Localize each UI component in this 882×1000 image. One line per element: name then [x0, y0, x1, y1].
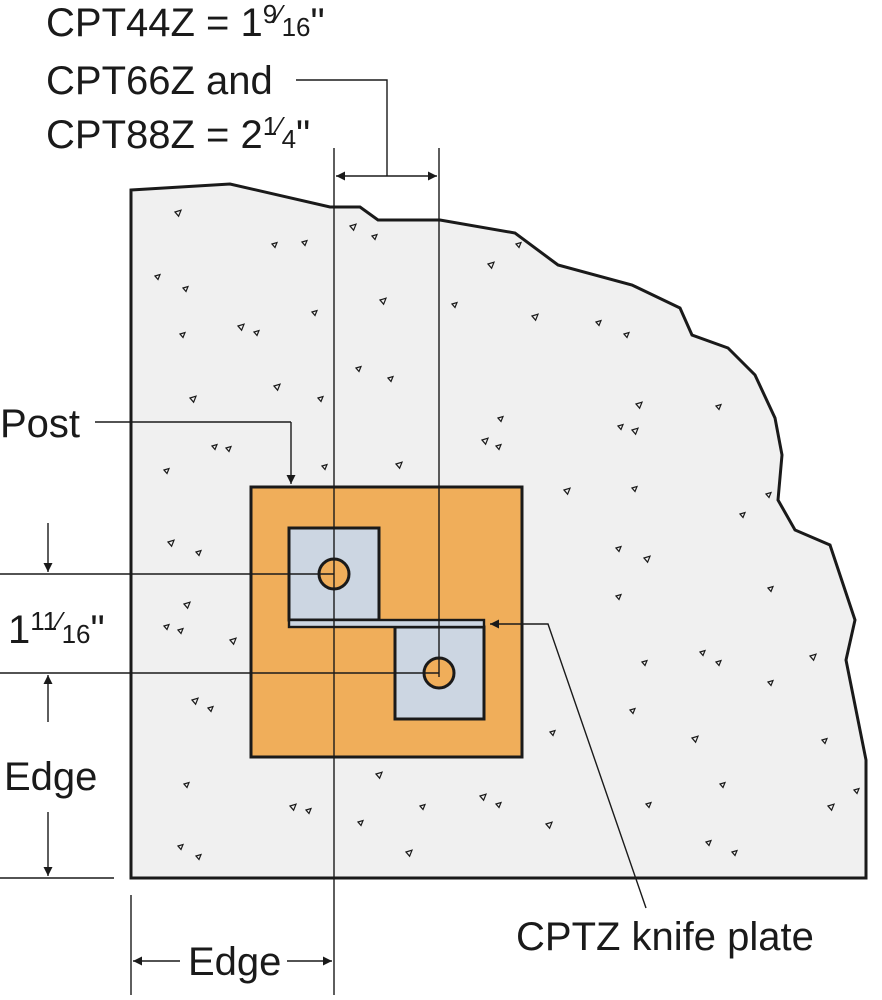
- aggregate-speck: [450, 301, 459, 309]
- aggregate-speck: [614, 593, 623, 601]
- aggregate-speck: [634, 401, 644, 410]
- aggregate-speck: [162, 467, 171, 475]
- aggregate-speck: [272, 383, 282, 392]
- aggregate-speck: [714, 659, 723, 667]
- aggregate-speck: [628, 707, 637, 715]
- aggregate-speck: [404, 849, 414, 858]
- aggregate-speck: [178, 331, 187, 339]
- aggregate-speck: [190, 697, 200, 706]
- aggregate-speck: [766, 679, 775, 687]
- aggregate-speck: [194, 853, 203, 861]
- aggregate-speck: [348, 223, 358, 232]
- cpt88z-dimension-label: CPT88Z = 21⁄4": [46, 111, 310, 157]
- aggregate-speck: [614, 545, 623, 553]
- cpt66z-label: CPT66Z and: [46, 59, 273, 103]
- aggregate-speck: [394, 461, 404, 470]
- aggregate-speck: [356, 819, 365, 827]
- aggregate-speck: [548, 729, 557, 737]
- aggregate-speck: [630, 485, 639, 493]
- knife-plate-leader: [490, 619, 647, 909]
- aggregate-speck: [820, 737, 829, 745]
- aggregate-speck: [252, 329, 261, 337]
- aggregate-speck: [224, 445, 233, 453]
- edge-horizontal-label: Edge: [188, 940, 281, 984]
- aggregate-speck: [210, 443, 219, 451]
- aggregate-speck: [181, 285, 190, 293]
- cpt44z-dimension-label: CPT44Z = 19⁄16": [46, 0, 325, 45]
- offset-leader: [296, 79, 388, 176]
- aggregate-speck: [514, 241, 523, 249]
- aggregate-speck: [718, 781, 727, 789]
- concrete-aggregate: [153, 209, 861, 861]
- aggregate-speck: [594, 319, 603, 327]
- aggregate-speck: [374, 771, 384, 780]
- post-label: Post: [0, 402, 80, 446]
- knife-plate-label: CPTZ knife plate: [516, 915, 814, 959]
- aggregate-speck: [494, 443, 503, 451]
- aggregate-speck: [486, 261, 496, 270]
- aggregate-speck: [162, 623, 171, 631]
- aggregate-speck: [166, 539, 176, 548]
- aggregate-speck: [182, 601, 192, 610]
- aggregate-speck: [480, 437, 490, 446]
- aggregate-speck: [766, 585, 775, 593]
- aggregate-speck: [478, 793, 488, 802]
- aggregate-speck: [640, 659, 649, 667]
- aggregate-speck: [320, 463, 329, 471]
- aggregate-speck: [630, 427, 640, 436]
- aggregate-speck: [544, 821, 554, 830]
- aggregate-speck: [616, 423, 625, 431]
- aggregate-speck: [698, 649, 707, 657]
- aggregate-speck: [300, 239, 309, 247]
- aggregate-speck: [304, 807, 313, 815]
- aggregate-speck: [182, 781, 191, 789]
- aggregate-speck: [270, 241, 279, 249]
- aggregate-speck: [236, 323, 246, 332]
- aggregate-speck: [642, 555, 652, 564]
- aggregate-speck: [826, 803, 836, 812]
- aggregate-speck: [316, 395, 325, 403]
- aggregate-speck: [852, 787, 861, 795]
- aggregate-speck: [176, 627, 185, 635]
- aggregate-speck: [418, 803, 427, 811]
- aggregate-speck: [622, 331, 631, 339]
- aggregate-speck: [496, 415, 505, 423]
- aggregate-speck: [808, 653, 818, 662]
- aggregate-speck: [730, 849, 739, 857]
- aggregate-speck: [288, 803, 298, 812]
- aggregate-speck: [378, 297, 388, 306]
- aggregate-speck: [644, 801, 653, 809]
- knife-plate-web: [287, 618, 486, 629]
- aggregate-speck: [176, 843, 185, 851]
- aggregate-speck: [310, 309, 319, 317]
- aggregate-speck: [188, 395, 198, 404]
- aggregate-speck: [228, 637, 238, 646]
- aggregate-speck: [764, 491, 773, 499]
- aggregate-speck: [530, 313, 540, 322]
- aggregate-speck: [370, 233, 379, 241]
- aggregate-speck: [194, 549, 203, 557]
- aggregate-speck: [206, 705, 215, 713]
- aggregate-speck: [153, 273, 162, 281]
- edge-vertical-label: Edge: [4, 755, 97, 799]
- aggregate-speck: [704, 839, 713, 847]
- aggregate-speck: [386, 375, 395, 383]
- aggregate-speck: [173, 209, 183, 218]
- aggregate-speck: [738, 511, 747, 519]
- aggregate-speck: [494, 801, 503, 809]
- aggregate-speck: [690, 735, 700, 744]
- aggregate-speck: [714, 403, 723, 411]
- aggregate-speck: [354, 365, 363, 373]
- bolt-spacing-label: 111⁄16": [8, 606, 105, 652]
- aggregate-speck: [562, 487, 572, 496]
